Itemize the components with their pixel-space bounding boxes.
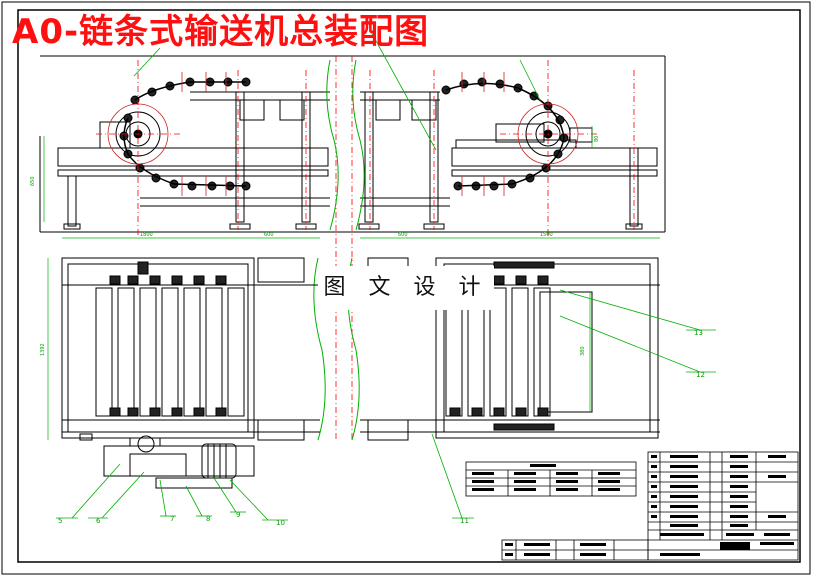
centerlines xyxy=(96,56,635,440)
callout-7: 7 xyxy=(170,515,174,523)
drive-unit xyxy=(79,433,255,489)
callout-labels: 5 6 7 8 9 10 11 12 13 xyxy=(58,329,705,527)
tech-requirements-table xyxy=(465,461,637,497)
dim-right-gap: 600 xyxy=(398,232,408,238)
dim-left-gap: 600 xyxy=(264,232,274,238)
callout-6: 6 xyxy=(96,517,101,525)
sprocket-teeth xyxy=(107,72,579,196)
drawing-title: A0-链条式输送机总装配图 xyxy=(12,12,430,52)
break-lines xyxy=(313,59,365,441)
plan-dimensions xyxy=(47,258,591,440)
inner-border xyxy=(17,9,801,563)
callout-12: 12 xyxy=(696,371,705,379)
elevation-dimensions xyxy=(43,126,660,239)
dim-right-height: 80 xyxy=(594,136,600,142)
dim-height: 650 xyxy=(30,176,36,186)
elevation-view xyxy=(39,55,666,233)
plan-chain-links xyxy=(109,261,555,431)
dim-right-span: 1500 xyxy=(540,232,553,238)
callout-10: 10 xyxy=(276,519,285,527)
slats-left xyxy=(95,287,245,417)
feet xyxy=(63,223,643,230)
dim-plan-width: 1392 xyxy=(40,343,46,356)
parts-list xyxy=(647,451,799,561)
parts-list-text xyxy=(651,455,794,556)
leader-lines xyxy=(56,29,716,521)
revision-block xyxy=(501,539,649,561)
dim-inner-height: 380 xyxy=(580,346,586,356)
callout-8: 8 xyxy=(206,515,210,523)
callout-13: 13 xyxy=(694,329,703,337)
callout-5: 5 xyxy=(58,517,62,525)
chain-strands xyxy=(123,81,565,187)
callout-9: 9 xyxy=(236,511,240,519)
callout-11: 11 xyxy=(460,517,469,525)
table-text-blocks xyxy=(472,464,620,491)
dim-left-span: 1800 xyxy=(140,232,153,238)
watermark: 图 文 设 计 xyxy=(318,266,494,310)
